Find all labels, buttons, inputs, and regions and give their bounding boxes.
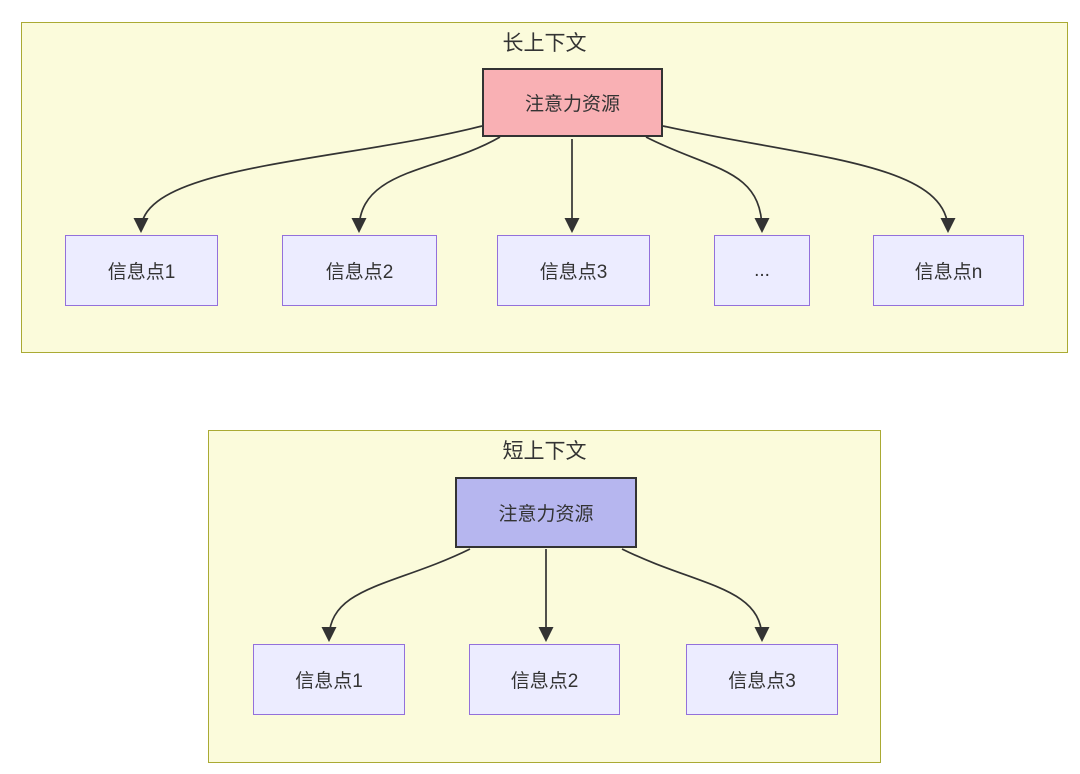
info-node-short-2: 信息点2 (469, 644, 620, 715)
info-node-long-n: 信息点n (873, 235, 1024, 306)
cluster-short-title: 短上下文 (502, 440, 587, 463)
info-node-long-1: 信息点1 (65, 235, 218, 306)
attention-node-short: 注意力资源 (455, 477, 637, 548)
cluster-long-title: 长上下文 (502, 32, 587, 55)
info-node-short-3: 信息点3 (686, 644, 838, 715)
info-node-short-1: 信息点1 (253, 644, 405, 715)
info-node-long-ellipsis: ... (714, 235, 810, 306)
info-node-long-2: 信息点2 (282, 235, 437, 306)
attention-node-long: 注意力资源 (482, 68, 663, 137)
info-node-long-3: 信息点3 (497, 235, 650, 306)
